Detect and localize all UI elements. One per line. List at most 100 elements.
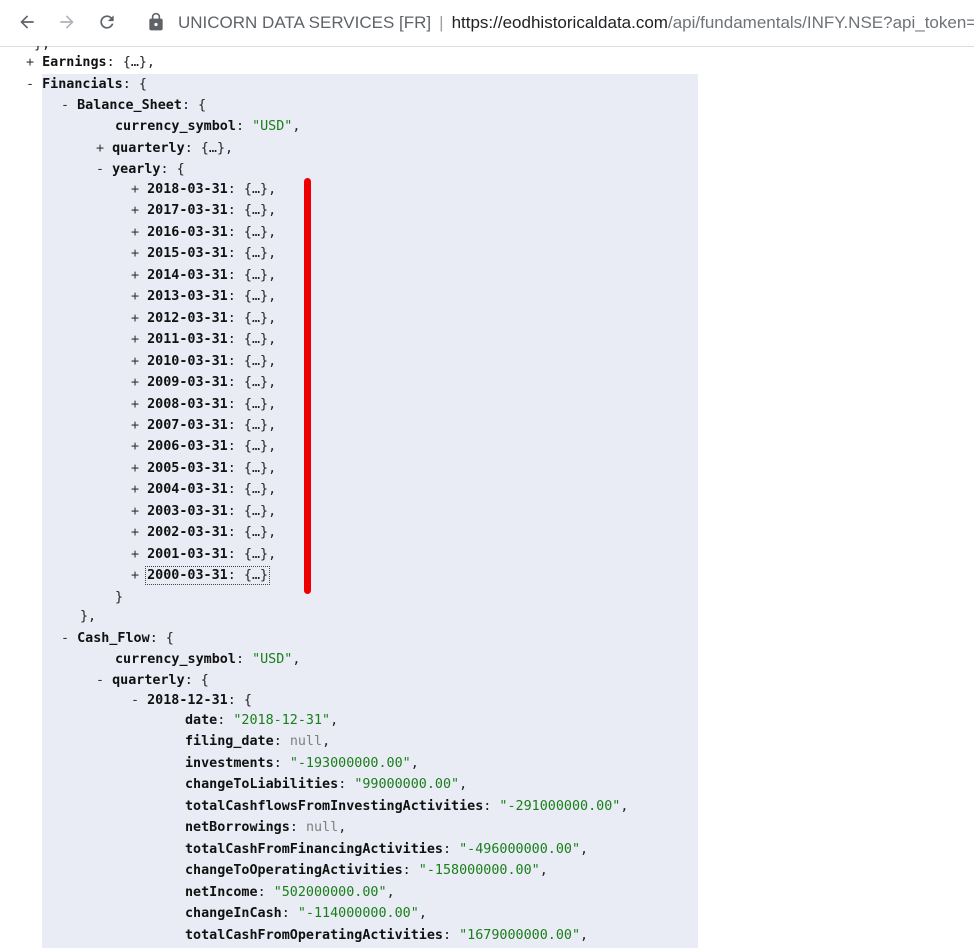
expand-toggle[interactable]: +: [131, 203, 148, 219]
entry-label: 2012-03-31: {…}: [147, 310, 269, 326]
json-node-yearly-entry[interactable]: + 2017-03-31: {…},: [131, 203, 277, 219]
url-separator: |: [439, 13, 444, 32]
expand-toggle[interactable]: +: [131, 353, 148, 369]
entry-label: 2017-03-31: {…}: [147, 203, 269, 219]
collapse-toggle[interactable]: -: [61, 98, 78, 113]
json-node-yearly-entry[interactable]: + 2004-03-31: {…},: [131, 482, 277, 498]
expand-toggle[interactable]: +: [131, 267, 148, 283]
json-field-currency-symbol: currency_symbol: "USD",: [115, 652, 301, 667]
json-field: investments: "-193000000.00",: [185, 755, 419, 771]
address-bar[interactable]: UNICORN DATA SERVICES [FR] | https://eodhi…: [178, 11, 974, 35]
expand-toggle[interactable]: +: [131, 503, 148, 519]
json-node-earnings[interactable]: + Earnings: {…},: [26, 55, 155, 70]
expand-toggle[interactable]: +: [131, 417, 148, 433]
back-button[interactable]: [14, 9, 40, 35]
entry-label: 2009-03-31: {…}: [147, 375, 269, 391]
collapse-toggle[interactable]: -: [96, 673, 113, 688]
collapse-toggle[interactable]: -: [26, 77, 43, 92]
json-field: netIncome: "502000000.00",: [185, 884, 395, 900]
json-node-yearly-entry[interactable]: + 2007-03-31: {…},: [131, 417, 277, 433]
expand-toggle[interactable]: +: [131, 460, 148, 476]
json-node-balance-sheet[interactable]: - Balance_Sheet: {: [61, 98, 207, 113]
entry-label: 2003-03-31: {…}: [147, 503, 269, 519]
json-node-yearly-entry[interactable]: + 2002-03-31: {…},: [131, 525, 277, 541]
entry-label: 2015-03-31: {…}: [147, 246, 269, 262]
json-field-currency-symbol: currency_symbol: "USD",: [115, 119, 301, 134]
json-node-2018-12-31[interactable]: - 2018-12-31: {: [131, 693, 252, 708]
json-node-yearly-entry[interactable]: + 2012-03-31: {…},: [131, 310, 277, 326]
json-node-yearly-entry[interactable]: + 2001-03-31: {…},: [131, 546, 277, 562]
json-field: changeToOperatingActivities: "-158000000…: [185, 863, 548, 879]
json-node-financials[interactable]: - Financials: {: [26, 77, 147, 92]
entry-label: 2016-03-31: {…}: [147, 224, 269, 240]
url-host: https://eodhistoricaldata.com: [451, 13, 668, 32]
expand-toggle[interactable]: +: [131, 182, 148, 197]
json-node-cash-flow[interactable]: - Cash_Flow: {: [61, 631, 174, 646]
json-field: changeInCash: "-114000000.00",: [185, 906, 427, 922]
expand-toggle[interactable]: +: [131, 246, 148, 262]
expand-toggle[interactable]: +: [131, 546, 148, 562]
json-key: Cash_Flow: [77, 631, 150, 646]
expand-toggle[interactable]: +: [131, 568, 148, 584]
json-node-yearly-entry[interactable]: + 2011-03-31: {…},: [131, 332, 277, 348]
json-node-yearly-entry[interactable]: + 2015-03-31: {…},: [131, 246, 277, 262]
browser-toolbar: UNICORN DATA SERVICES [FR] | https://eodhi…: [0, 0, 974, 47]
url-path: /api/fundamentals/INFY.NSE?api_token=: [667, 13, 974, 32]
json-node-yearly-entry[interactable]: + 2005-03-31: {…},: [131, 460, 277, 476]
json-viewer: }, + Earnings: {…}, - Financials: { - Ba…: [0, 46, 974, 948]
json-node-yearly-entry[interactable]: + 2009-03-31: {…},: [131, 375, 277, 391]
expand-toggle[interactable]: +: [131, 525, 148, 541]
collapse-toggle[interactable]: -: [96, 162, 113, 177]
expand-toggle[interactable]: +: [26, 55, 43, 70]
json-field: totalCashFromFinancingActivities: "-4960…: [185, 841, 589, 857]
collapse-toggle[interactable]: -: [131, 693, 148, 708]
expand-toggle[interactable]: +: [131, 289, 148, 305]
object-close: },: [34, 46, 50, 55]
entry-label: 2010-03-31: {…}: [147, 353, 269, 369]
entry-label: 2013-03-31: {…}: [147, 289, 269, 305]
json-node-quarterly[interactable]: - quarterly: {: [96, 673, 209, 688]
lock-icon[interactable]: [146, 12, 166, 32]
json-node-yearly-entry[interactable]: + 2018-03-31: {…},: [131, 182, 277, 197]
json-field: date: "2018-12-31",: [185, 713, 339, 728]
arrow-right-icon: [60, 15, 74, 29]
json-key: Balance_Sheet: [77, 98, 182, 113]
selected-node-highlight: [42, 74, 698, 948]
entry-label: 2014-03-31: {…}: [147, 267, 269, 283]
json-node-yearly-entry[interactable]: + 2000-03-31: {…}: [131, 565, 271, 586]
object-close-balance-sheet: },: [80, 609, 97, 624]
expand-toggle[interactable]: +: [131, 224, 148, 240]
json-node-yearly-entry[interactable]: + 2010-03-31: {…},: [131, 353, 277, 369]
json-node-quarterly[interactable]: + quarterly: {…},: [96, 141, 234, 156]
json-field: netBorrowings: null,: [185, 820, 347, 836]
expand-toggle[interactable]: +: [131, 310, 148, 326]
expand-toggle[interactable]: +: [96, 141, 113, 156]
json-node-yearly-entry[interactable]: + 2013-03-31: {…},: [131, 289, 277, 305]
json-node-yearly-entry[interactable]: + 2003-03-31: {…},: [131, 503, 277, 519]
json-node-yearly-entry[interactable]: + 2016-03-31: {…},: [131, 224, 277, 240]
json-field: changeToLiabilities: "99000000.00",: [185, 777, 468, 793]
object-close-yearly: }: [115, 590, 124, 605]
expand-toggle[interactable]: +: [131, 396, 148, 412]
json-node-yearly[interactable]: - yearly: {: [96, 162, 185, 177]
arrow-left-icon: [20, 15, 34, 29]
json-node-yearly-entry[interactable]: + 2006-03-31: {…},: [131, 439, 277, 455]
expand-toggle[interactable]: +: [131, 375, 148, 391]
entry-label: 2006-03-31: {…}: [147, 439, 269, 455]
json-key: Financials: [42, 77, 123, 92]
site-organization: UNICORN DATA SERVICES [FR]: [178, 13, 432, 32]
entry-label: 2007-03-31: {…}: [147, 417, 269, 433]
expand-toggle[interactable]: +: [131, 482, 148, 498]
json-field: totalCashFromOperatingActivities: "16790…: [185, 927, 589, 943]
json-node-yearly-entry[interactable]: + 2014-03-31: {…},: [131, 267, 277, 283]
entry-label: 2008-03-31: {…}: [147, 396, 269, 412]
expand-toggle[interactable]: +: [131, 332, 148, 348]
entry-label: 2004-03-31: {…}: [147, 482, 269, 498]
forward-button[interactable]: [54, 9, 80, 35]
reload-button[interactable]: [94, 9, 120, 35]
entry-label: 2001-03-31: {…}: [147, 546, 269, 562]
collapse-toggle[interactable]: -: [61, 631, 78, 646]
red-annotation-marker: [304, 178, 311, 594]
json-node-yearly-entry[interactable]: + 2008-03-31: {…},: [131, 396, 277, 412]
expand-toggle[interactable]: +: [131, 439, 148, 455]
